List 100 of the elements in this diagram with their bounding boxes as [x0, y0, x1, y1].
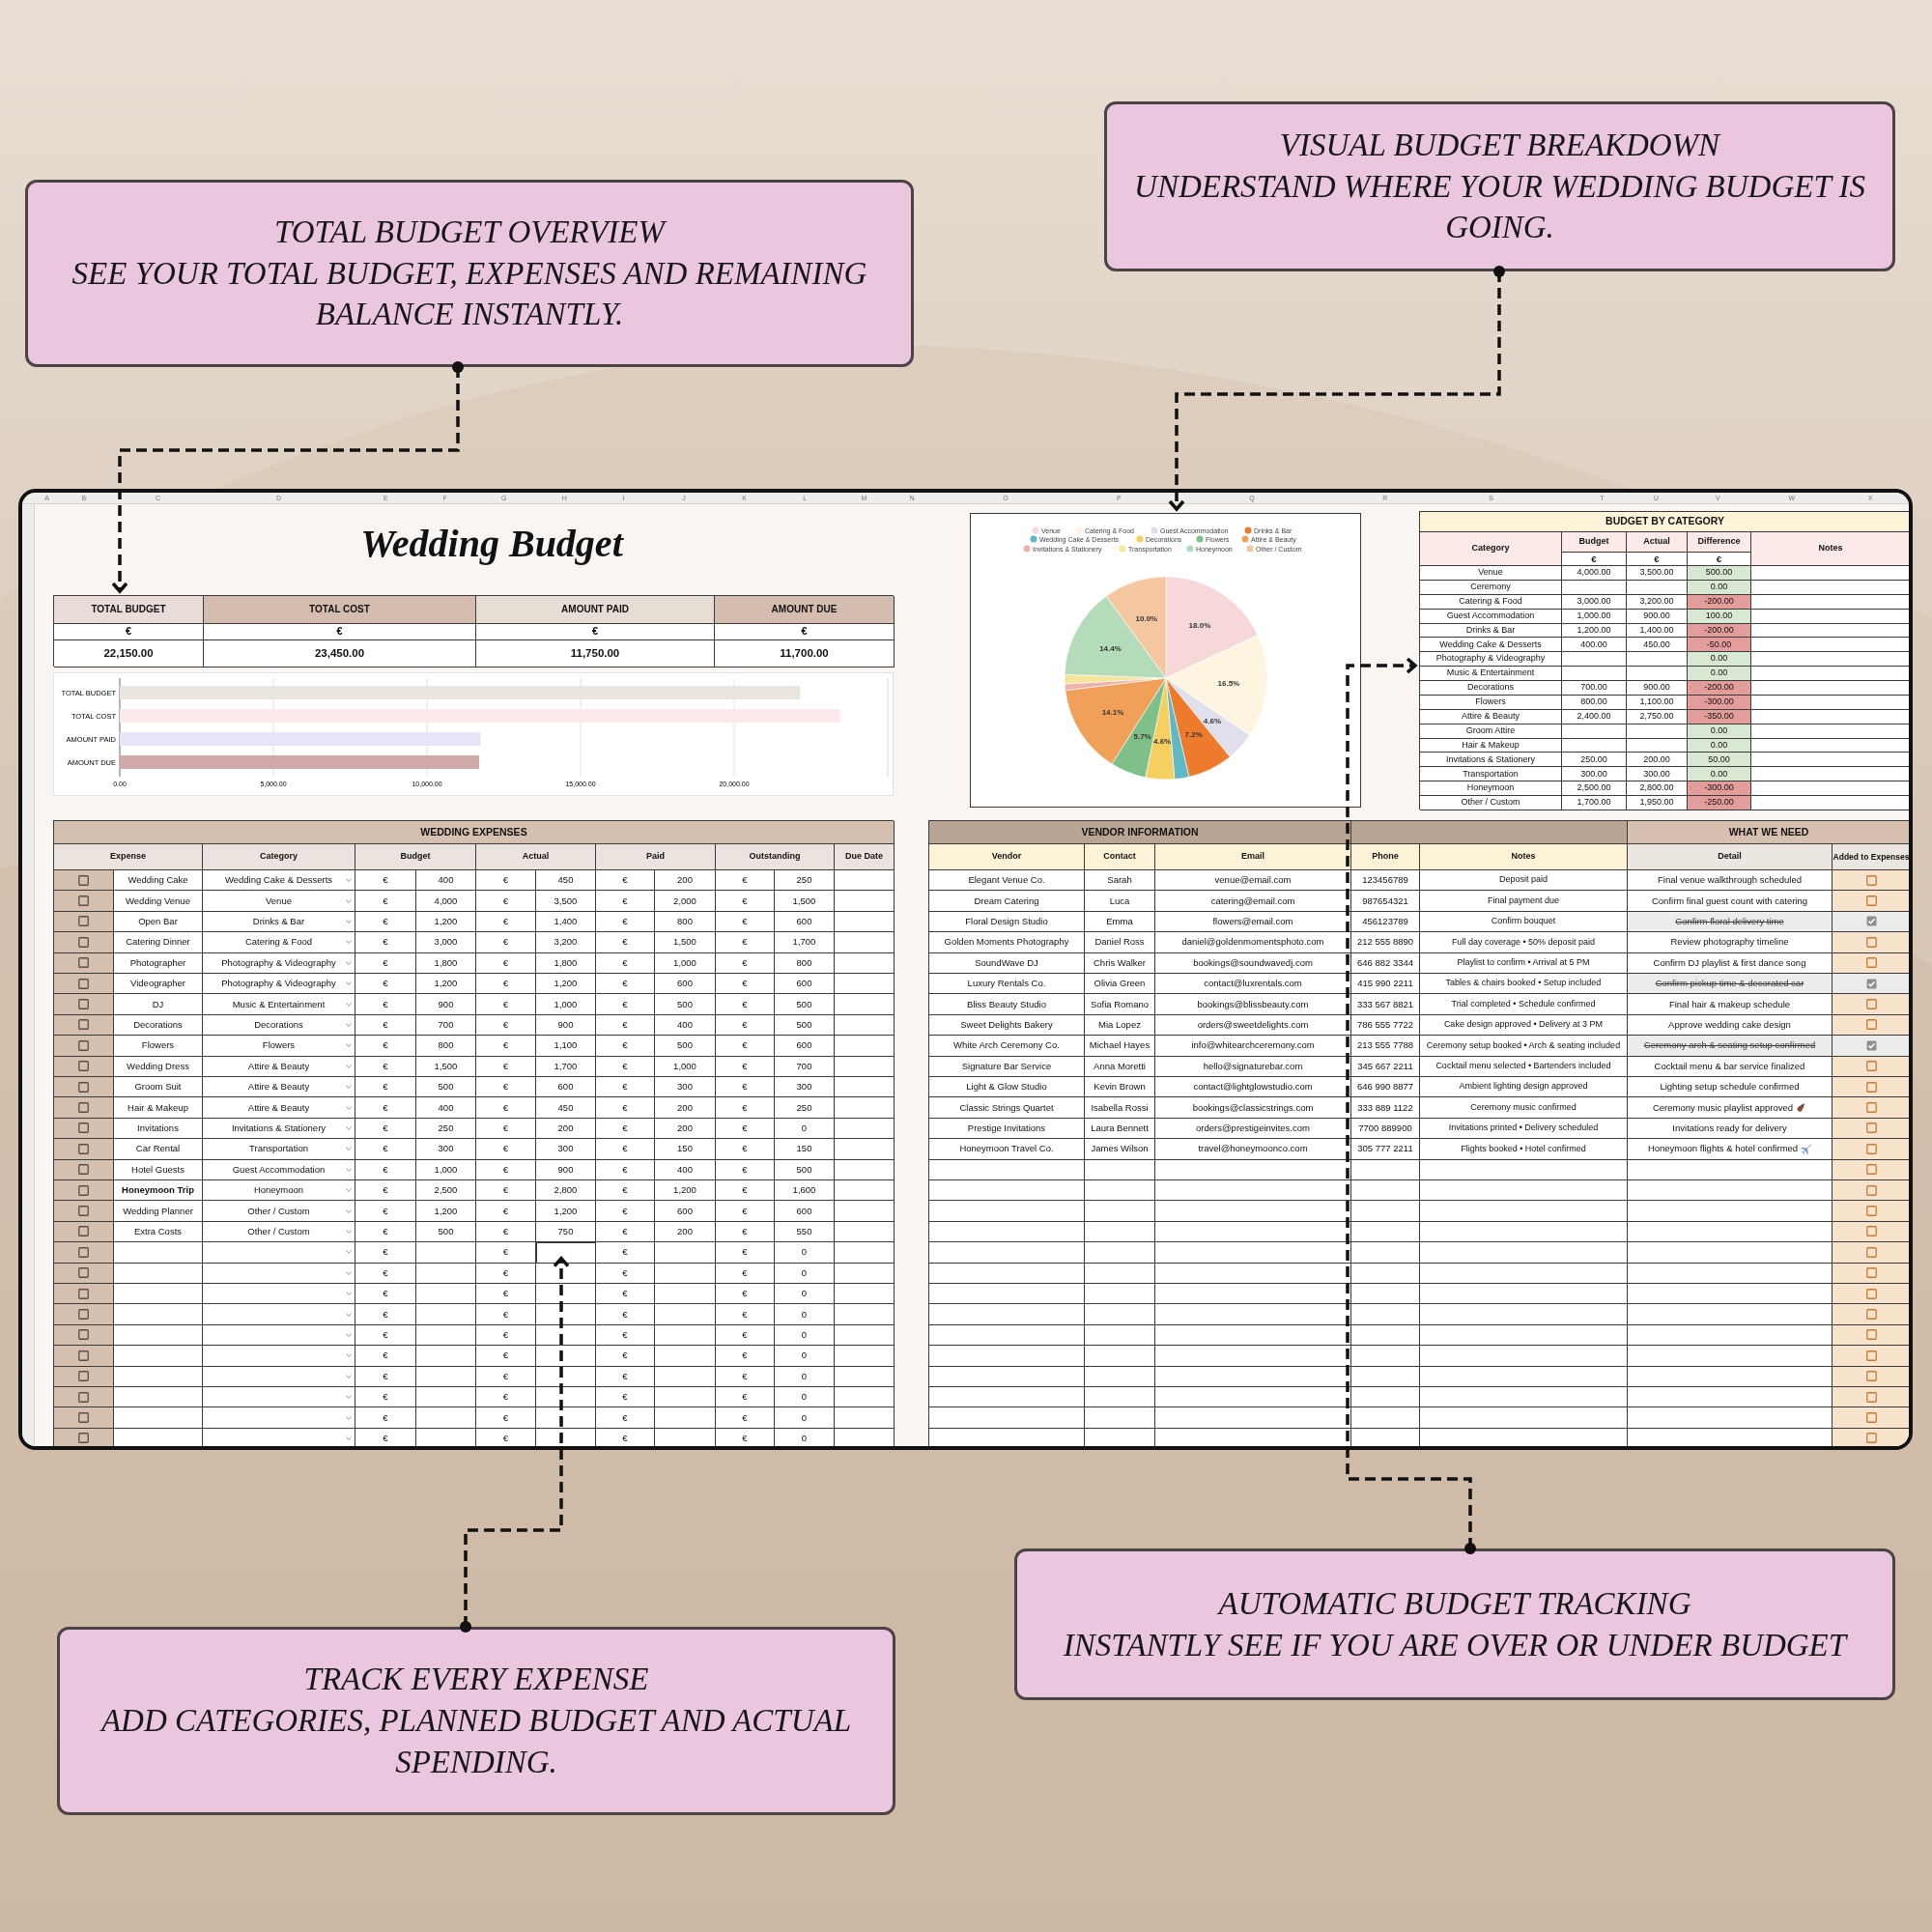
contact-name: Laura Bennett — [1085, 1118, 1155, 1140]
category-dropdown: Attire & Beauty — [203, 1097, 355, 1119]
currency-sign: € — [596, 1159, 655, 1180]
amount-value: 150 — [655, 1139, 716, 1160]
amount-value: 1,200.00 — [1562, 623, 1627, 639]
vendor-name: Sweet Delights Bakery — [929, 1014, 1085, 1037]
amount-value: 0 — [775, 1366, 835, 1387]
difference-value: 0.00 — [1688, 667, 1751, 682]
amount-value: 200 — [655, 1118, 716, 1140]
category-name: Photography & Videography — [1420, 652, 1562, 668]
column-header: Category — [203, 844, 355, 870]
currency-sign: € — [716, 1036, 775, 1057]
phone-number: 212 555 8890 — [1351, 932, 1420, 953]
amount-value: 450 — [536, 1097, 596, 1119]
amount-value: 400 — [416, 870, 476, 892]
currency-sign: € — [596, 1139, 655, 1160]
task-text: Review photography timeline — [1628, 932, 1833, 953]
column-header: Added to Expenses — [1833, 844, 1909, 870]
currency-sign: € — [596, 1077, 655, 1098]
amount-value: 700 — [775, 1056, 835, 1077]
currency-sign: € — [716, 1139, 775, 1160]
callout-heading: VISUAL BUDGET BREAKDOWN — [1279, 126, 1720, 164]
category-name: Honeymoon — [1420, 781, 1562, 797]
difference-value: 500.00 — [1688, 566, 1751, 581]
amount-value: 3,500 — [536, 891, 596, 912]
currency-sign: € — [355, 974, 416, 995]
email-address: daniel@goldenmomentsphoto.com — [1155, 932, 1351, 953]
category-dropdown: Photography & Videography — [203, 974, 355, 995]
category-name: Catering & Food — [1420, 594, 1562, 610]
currency-sign: € — [476, 1387, 536, 1408]
amount-value: 2,500 — [416, 1180, 476, 1202]
amount-value: 300 — [775, 1077, 835, 1098]
contact-name: Isabella Rossi — [1085, 1097, 1155, 1119]
column-header: Notes — [1751, 532, 1909, 566]
task-text: Ceremony music playlist approved — [1652, 1102, 1794, 1113]
email-address: bookings@blissbeauty.com — [1155, 994, 1351, 1015]
amount-value: 1,000 — [655, 1056, 716, 1077]
difference-value: 0.00 — [1688, 652, 1751, 668]
chart-panel — [970, 513, 1361, 808]
currency-sign: € — [355, 1056, 416, 1077]
checklist-table — [1627, 820, 1909, 1446]
amount-value: 200 — [655, 1097, 716, 1119]
callout-heading: AUTOMATIC BUDGET TRACKING — [1218, 1584, 1691, 1623]
vendor-name: Signature Bar Service — [929, 1056, 1085, 1077]
currency-sign: € — [596, 911, 655, 933]
currency-sign: € — [716, 1118, 775, 1140]
amount-value: 1,200 — [416, 911, 476, 933]
table-title: WEDDING EXPENSES — [54, 821, 895, 844]
amount-value: 1,800 — [536, 952, 596, 974]
category-dropdown: Drinks & Bar — [203, 911, 355, 933]
currency-sign: € — [716, 1284, 775, 1305]
contact-name: Mia Lopez — [1085, 1014, 1155, 1037]
currency-sign: € — [716, 1304, 775, 1325]
currency-sign: € — [476, 1118, 536, 1140]
amount-value: 900 — [536, 1159, 596, 1180]
amount-value: 200 — [655, 870, 716, 892]
email-address: info@whitearchceremony.com — [1155, 1036, 1351, 1057]
amount-value: 450 — [536, 870, 596, 892]
amount-value: 1,000 — [416, 1159, 476, 1180]
currency-sign: € — [476, 1324, 536, 1347]
amount-value: 4,000.00 — [1562, 566, 1627, 581]
data-label: 4.6% — [1153, 737, 1172, 746]
currency-sign: € — [355, 891, 416, 912]
amount-value: 3,000.00 — [1562, 594, 1627, 610]
sheet-title: Wedding Budget — [359, 521, 625, 567]
category-name: Venue — [1420, 566, 1562, 581]
data-label: 5.7% — [1133, 732, 1151, 742]
contact-name: Sofia Romano — [1085, 994, 1155, 1015]
amount-value: 1,200 — [655, 1180, 716, 1202]
vendor-name: Bliss Beauty Studio — [929, 994, 1085, 1015]
currency-sign: € — [596, 1263, 655, 1284]
currency-sign: € — [476, 1180, 536, 1202]
expense-name: Wedding Planner — [114, 1201, 203, 1222]
amount-value: 600 — [655, 974, 716, 995]
expense-name: Car Rental — [114, 1139, 203, 1160]
category-dropdown: Other / Custom — [203, 1201, 355, 1222]
leader-line — [1168, 266, 1505, 511]
currency-sign: € — [596, 891, 655, 912]
data-label: 4.6% — [1203, 717, 1222, 726]
currency-sign: € — [716, 1407, 775, 1429]
column-header: Detail — [1628, 844, 1833, 870]
amount-value: 600 — [775, 1201, 835, 1222]
currency-sign: € — [596, 1118, 655, 1140]
vendor-name: Luxury Rentals Co. — [929, 974, 1085, 995]
amount-value: 1,700 — [775, 932, 835, 953]
amount-value: 2,400.00 — [1562, 709, 1627, 724]
currency-sign: € — [204, 624, 476, 640]
currency-sign: € — [716, 932, 775, 953]
currency-sign: € — [355, 1346, 416, 1367]
contact-name: Sarah — [1085, 870, 1155, 892]
callout-text: INSTANTLY SEE IF YOU ARE OVER OR UNDER BUDGET — [1063, 1626, 1847, 1664]
task-text: Final hair & makeup schedule — [1628, 994, 1833, 1015]
vendor-name: Golden Moments Photography — [929, 932, 1085, 953]
task-text: Confirm floral delivery time — [1628, 911, 1833, 933]
data-label: 18.0% — [1188, 621, 1211, 631]
currency-sign: € — [355, 870, 416, 892]
currency-sign: € — [476, 1428, 536, 1446]
vendor-name: Light & Glow Studio — [929, 1077, 1085, 1098]
currency-sign: € — [476, 1407, 536, 1429]
contact-name: Anna Moretti — [1085, 1056, 1155, 1077]
